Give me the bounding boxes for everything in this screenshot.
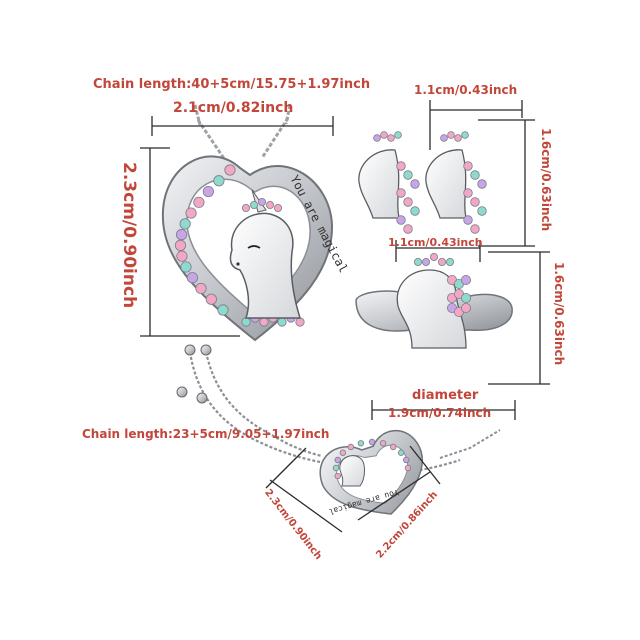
gemstone [463, 188, 473, 198]
gemstone [437, 257, 446, 266]
gemstone [470, 170, 480, 180]
ring-height-label: 1.6cm/0.63inch [552, 262, 566, 366]
gemstone [195, 282, 207, 295]
gemstone [180, 261, 192, 273]
gemstone [241, 317, 251, 327]
necklace [161, 104, 334, 342]
gemstone [461, 131, 469, 139]
earrings [358, 131, 487, 234]
gemstone [410, 206, 420, 216]
gemstone [277, 317, 287, 327]
gemstone [257, 197, 266, 206]
gemstone [421, 257, 430, 266]
gemstone [185, 207, 197, 219]
gemstone [447, 131, 455, 139]
gemstone [403, 456, 410, 464]
measurement-lines [140, 100, 550, 533]
gemstone [463, 215, 473, 225]
earring-width-label: 1.1cm/0.43inch [414, 83, 518, 97]
gemstone [249, 200, 258, 209]
gemstone [295, 317, 305, 327]
gemstone [463, 161, 473, 171]
gemstone [477, 206, 487, 216]
gemstone [394, 131, 402, 139]
gemstone [379, 440, 387, 447]
gemstone [387, 134, 395, 142]
gemstone [259, 317, 269, 327]
gemstone [202, 185, 214, 198]
gemstone [273, 203, 282, 212]
gemstone [403, 197, 413, 207]
gemstone [460, 302, 471, 313]
ring-diameter-label: 1.9cm/0.74inch [388, 406, 492, 420]
gemstone [404, 464, 412, 472]
gemstone [403, 224, 413, 234]
gemstone [334, 472, 341, 480]
gemstone [224, 164, 236, 176]
gemstone [396, 215, 406, 225]
gemstone [186, 272, 199, 284]
ring [355, 252, 513, 349]
necklace-height-label: 2.3cm/0.90inch [119, 162, 139, 309]
gemstone [373, 134, 381, 142]
necklace-width-label: 2.1cm/0.82inch [173, 100, 294, 116]
gemstone [440, 134, 448, 142]
gemstone [213, 175, 225, 187]
gemstone [397, 449, 405, 456]
gemstone [176, 250, 188, 262]
gemstone [339, 449, 347, 456]
gemstone [179, 218, 191, 230]
gemstone [410, 179, 420, 189]
gemstone [445, 257, 454, 266]
gemstone [396, 188, 406, 198]
gemstone [265, 200, 274, 209]
gemstone [454, 134, 462, 142]
gemstone [460, 292, 471, 303]
gemstone [205, 293, 217, 305]
gemstone [334, 456, 341, 464]
gemstone [460, 274, 471, 285]
gemstone [396, 161, 406, 171]
gemstone [429, 252, 438, 261]
gemstone [193, 196, 205, 208]
gemstone [403, 170, 413, 180]
ring-diameter-word: diameter [412, 388, 479, 403]
gemstone [413, 257, 422, 266]
gemstone [357, 440, 365, 447]
gemstone [477, 179, 487, 189]
earring-height-label: 1.6cm/0.63inch [539, 128, 553, 232]
gemstone [470, 224, 480, 234]
gemstone [368, 438, 376, 446]
gemstone [389, 443, 397, 451]
gemstone [332, 464, 340, 472]
gemstone [470, 197, 480, 207]
gemstone [217, 304, 229, 316]
bracelet [176, 344, 501, 515]
ring-width-label: 1.1cm/0.43inch [388, 236, 483, 249]
gemstone [347, 443, 355, 451]
necklace-chain-length-label: Chain length:40+5cm/15.75+1.97inch [93, 77, 371, 92]
gemstone [175, 229, 188, 241]
gemstone [174, 239, 187, 251]
bracelet-chain-length-label: Chain length:23+5cm/9.05+1.97inch [82, 427, 330, 441]
gemstone [380, 131, 388, 139]
gemstone [241, 203, 250, 212]
